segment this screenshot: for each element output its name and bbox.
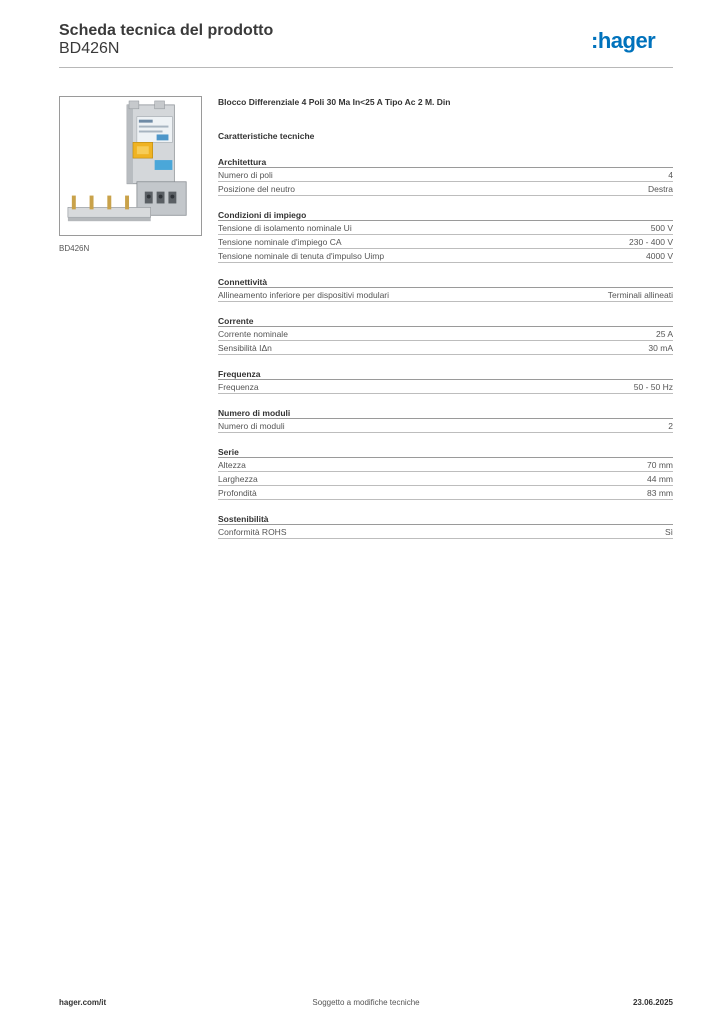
section-title: Frequenza bbox=[218, 368, 673, 380]
spec-label: Corrente nominale bbox=[218, 329, 288, 339]
spec-row: Tensione di isolamento nominale Ui 500 V bbox=[218, 221, 673, 235]
spec-section: Architettura Numero di poli 4 Posizione d… bbox=[218, 156, 673, 196]
spec-value: Destra bbox=[647, 184, 673, 194]
spec-row: Sensibilità IΔn 30 mA bbox=[218, 341, 673, 355]
spec-label: Conformità ROHS bbox=[218, 527, 287, 537]
spec-row: Profondità 83 mm bbox=[218, 486, 673, 500]
page-title: Scheda tecnica del prodotto bbox=[59, 22, 274, 39]
spec-label: Sensibilità IΔn bbox=[218, 343, 272, 353]
spec-row: Larghezza 44 mm bbox=[218, 472, 673, 486]
spec-label: Allineamento inferiore per dispositivi m… bbox=[218, 290, 390, 300]
spec-value: 500 V bbox=[650, 223, 673, 233]
spec-value: Sì bbox=[664, 527, 673, 537]
spec-row: Altezza 70 mm bbox=[218, 458, 673, 472]
spec-value: 50 - 50 Hz bbox=[633, 382, 673, 392]
spec-row: Numero di poli 4 bbox=[218, 168, 673, 182]
spec-section: Connettività Allineamento inferiore per … bbox=[218, 276, 673, 302]
section-title: Numero di moduli bbox=[218, 407, 673, 419]
footer-website: hager.com/it bbox=[59, 998, 107, 1007]
logo-text: :hager bbox=[591, 28, 656, 53]
section-title: Condizioni di impiego bbox=[218, 209, 673, 221]
spec-label: Altezza bbox=[218, 460, 246, 470]
spec-value: 30 mA bbox=[648, 343, 673, 353]
page-footer: hager.com/it Soggetto a modifiche tecnic… bbox=[59, 998, 673, 1010]
spec-value: 4 bbox=[668, 170, 673, 180]
spec-section: Numero di moduli Numero di moduli 2 bbox=[218, 407, 673, 433]
spec-label: Tensione di isolamento nominale Ui bbox=[218, 223, 352, 233]
spec-label: Numero di moduli bbox=[218, 421, 285, 431]
spec-row: Conformità ROHS Sì bbox=[218, 525, 673, 539]
spec-label: Numero di poli bbox=[218, 170, 273, 180]
spec-value: 25 A bbox=[655, 329, 673, 339]
spec-section: Frequenza Frequenza 50 - 50 Hz bbox=[218, 368, 673, 394]
footer-date: 23.06.2025 bbox=[632, 998, 673, 1007]
hager-logo: :hager bbox=[591, 28, 657, 53]
spec-label: Posizione del neutro bbox=[218, 184, 296, 194]
section-title: Corrente bbox=[218, 315, 673, 327]
spec-row: Numero di moduli 2 bbox=[218, 419, 673, 433]
product-image-column: BD426N bbox=[59, 96, 202, 253]
section-title: Architettura bbox=[218, 156, 673, 168]
section-title: Connettività bbox=[218, 276, 673, 288]
spec-section: Serie Altezza 70 mm Larghezza 44 mm Profon… bbox=[218, 446, 673, 500]
spec-value: 230 - 400 V bbox=[629, 237, 673, 247]
image-caption: BD426N bbox=[59, 244, 90, 253]
spec-section: Corrente Corrente nominale 25 A Sensibili… bbox=[218, 315, 673, 355]
spec-section: Sostenibilità Conformità ROHS Sì bbox=[218, 513, 673, 539]
product-description: Blocco Differenziale 4 Poli 30 Ma In<25 … bbox=[218, 97, 451, 107]
spec-value: 2 bbox=[668, 421, 673, 431]
spec-value: Terminali allineati bbox=[607, 290, 673, 300]
spec-row: Tensione nominale di tenuta d'impulso Ui… bbox=[218, 249, 673, 263]
page-header: Scheda tecnica del prodotto BD426N :hage… bbox=[59, 20, 673, 68]
spec-label: Profondità bbox=[218, 488, 257, 498]
section-title: Serie bbox=[218, 446, 673, 458]
spec-row: Posizione del neutro Destra bbox=[218, 182, 673, 196]
spec-value: 83 mm bbox=[647, 488, 673, 498]
product-code: BD426N bbox=[59, 40, 120, 57]
residual-current-block-image bbox=[59, 96, 202, 236]
spec-label: Frequenza bbox=[218, 382, 259, 392]
spec-row: Tensione nominale d'impiego CA 230 - 400 … bbox=[218, 235, 673, 249]
spec-label: Tensione nominale di tenuta d'impulso Ui… bbox=[218, 251, 385, 261]
spec-column: Blocco Differenziale 4 Poli 30 Ma In<25 … bbox=[218, 96, 673, 539]
spec-value: 70 mm bbox=[647, 460, 673, 470]
section-title: Sostenibilità bbox=[218, 513, 673, 525]
footer-note: Soggetto a modifiche tecniche bbox=[312, 998, 420, 1007]
spec-label: Larghezza bbox=[218, 474, 258, 484]
spec-row: Corrente nominale 25 A bbox=[218, 327, 673, 341]
spec-row: Frequenza 50 - 50 Hz bbox=[218, 380, 673, 394]
spec-section: Condizioni di impiego Tensione di isolam… bbox=[218, 209, 673, 263]
spec-value: 44 mm bbox=[647, 474, 673, 484]
spec-label: Tensione nominale d'impiego CA bbox=[218, 237, 342, 247]
spec-row: Allineamento inferiore per dispositivi m… bbox=[218, 288, 673, 302]
characteristics-title: Caratteristiche tecniche bbox=[218, 131, 315, 141]
spec-value: 4000 V bbox=[646, 251, 673, 261]
